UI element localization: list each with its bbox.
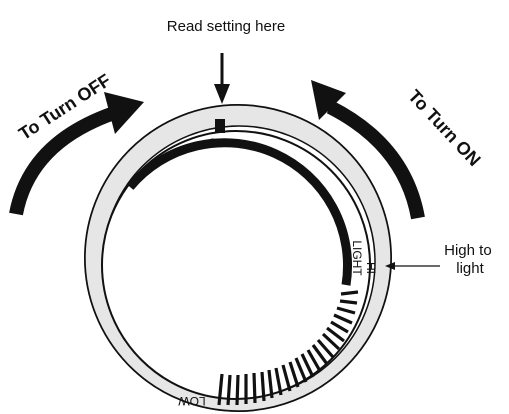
callout-line-1: High to bbox=[444, 242, 492, 259]
light-label: LIGHT bbox=[350, 240, 364, 276]
turn-on-label: To Turn ON bbox=[404, 86, 484, 170]
callout-line-2: light bbox=[456, 260, 484, 277]
high-to-light-pointer bbox=[385, 262, 440, 270]
off-marker bbox=[215, 119, 225, 133]
read-setting-label: Read setting here bbox=[167, 18, 285, 35]
hi-label: HI bbox=[364, 262, 378, 274]
setting-scale-arc bbox=[126, 138, 353, 286]
flame-tick-band bbox=[217, 290, 359, 406]
high-to-light-label: High to light bbox=[444, 242, 496, 277]
low-label: LOW bbox=[178, 394, 206, 408]
turn-on-arrow bbox=[311, 80, 425, 220]
turn-off-arrow bbox=[9, 92, 144, 216]
read-pointer-arrow bbox=[214, 53, 230, 104]
